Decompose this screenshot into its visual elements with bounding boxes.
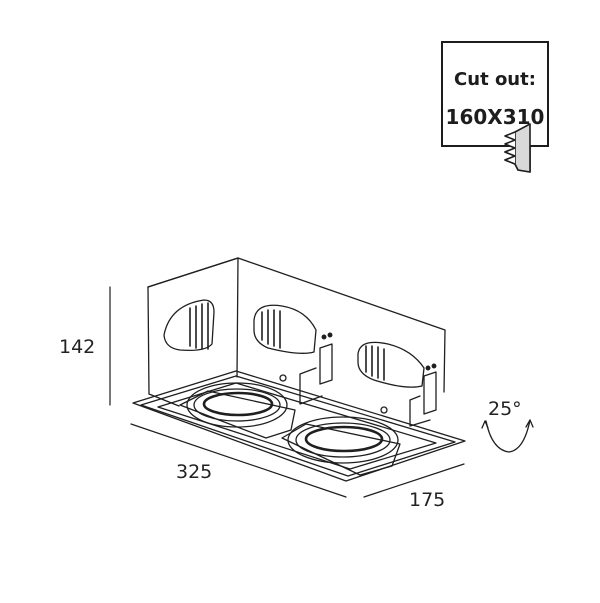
- cutout-label: Cut out:: [454, 69, 536, 90]
- depth-dimension: 175: [409, 489, 446, 511]
- tilt-angle-label: 25°: [488, 398, 522, 420]
- dimension-lines: [109, 286, 465, 498]
- cutout-value: 160X310: [445, 105, 545, 129]
- housing-box: [147, 257, 446, 427]
- height-dimension: 142: [59, 336, 96, 358]
- tilt-arc-icon: [481, 419, 534, 453]
- cutout-box: Cut out: 160X310: [441, 41, 549, 147]
- lamp-module-1: [179, 382, 296, 439]
- lamp-module-2: [281, 416, 401, 476]
- length-dimension: 325: [176, 461, 213, 483]
